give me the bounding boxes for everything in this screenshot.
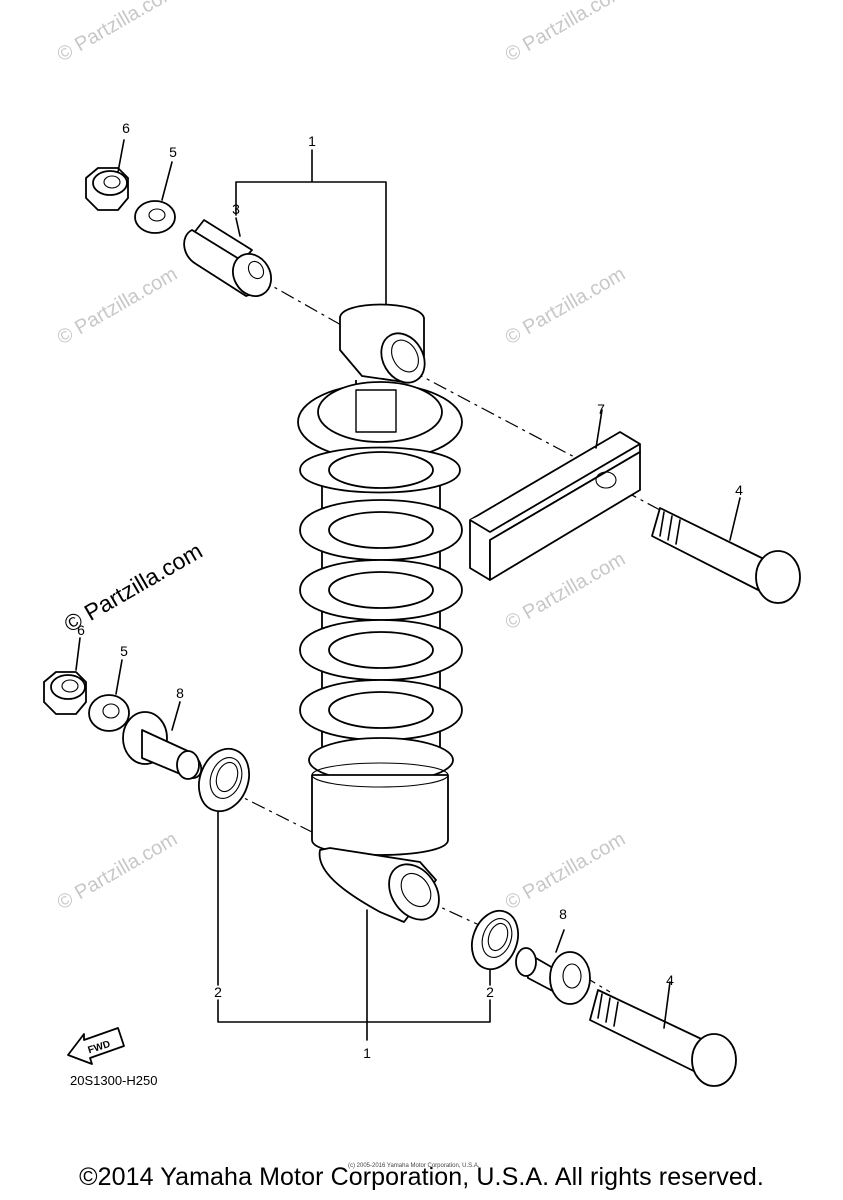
part-5-washer-mid [88,659,130,732]
watermark: © Partzilla.com [54,263,182,349]
callout-1-bottom: 1 [363,1045,371,1061]
callout-4-top: 4 [735,482,743,498]
bracket-top [235,149,387,311]
watermark: © Partzilla.com [502,0,630,66]
part-8-collar-right [515,929,591,1005]
watermark: © Partzilla.com [54,828,182,914]
part-2-bearing-right [471,909,519,971]
copyright-footer: ©2014 Yamaha Motor Corporation, U.S.A. A… [79,1163,764,1191]
callout-6-mid: 6 [77,622,85,638]
callout-1-top: 1 [308,133,316,149]
part-4-bolt-top [651,497,801,604]
drawing-code: 20S1300-H250 [70,1073,158,1088]
watermark: © Partzilla.com [54,0,182,66]
part-6-nut-top [85,139,129,211]
callout-5-mid: 5 [120,643,128,659]
part-5-washer-top [134,161,176,234]
callout-2-left: 2 [214,984,222,1000]
fwd-arrow-icon: FWD [67,1027,125,1065]
part-6-nut-mid [43,637,87,715]
part-1-shock-absorber [297,303,463,923]
part-3-collar [183,217,272,297]
part-8-collar-left [122,701,203,780]
callout-8-left: 8 [176,685,184,701]
spring-coils [299,446,463,741]
watermark: © Partzilla.com [502,828,630,914]
watermark: © Partzilla.com [502,263,630,349]
callout-7: 7 [597,401,605,417]
tiny-copyright: (c) 2005-2016 Yamaha Motor Corporation, … [348,1163,480,1169]
part-7-bracket-plate [469,409,641,581]
callouts: 1 3 6 5 7 4 6 5 8 8 4 2 2 1 [77,120,743,1061]
callout-3: 3 [232,201,240,217]
callout-6-top: 6 [122,120,130,136]
callout-8-right: 8 [559,906,567,922]
bracket-bottom [217,807,491,1041]
callout-4-bottom: 4 [666,972,674,988]
callout-5-top: 5 [169,144,177,160]
part-4-bolt-bottom [589,981,737,1087]
callout-2-right: 2 [486,984,494,1000]
part-2-bearing-left [198,747,250,813]
